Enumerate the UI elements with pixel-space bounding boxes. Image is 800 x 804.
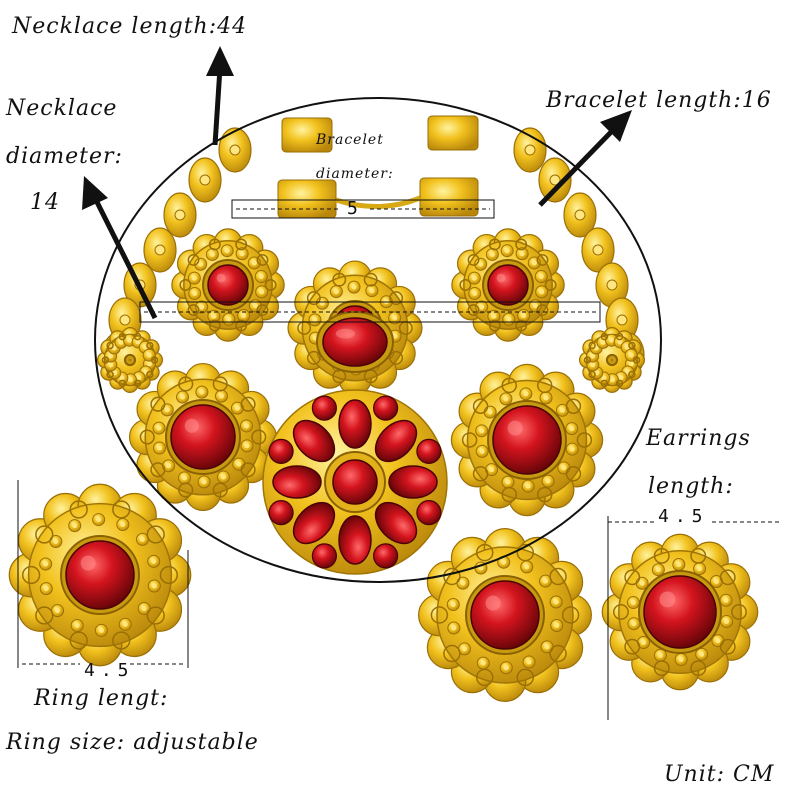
earrings-length-label-line2: length:	[648, 474, 734, 499]
bracelet-center-gem	[317, 312, 393, 372]
bracelet-medallion-left	[172, 229, 284, 341]
bracelet-diameter-value: 5	[347, 198, 359, 219]
necklace-diameter-label-line2: diameter:	[6, 144, 123, 169]
ring-length-label: Ring lengt:	[34, 686, 168, 711]
necklace-pendant	[263, 390, 447, 574]
earrings-length-value: 4.5	[658, 506, 709, 527]
earring-left	[419, 529, 592, 702]
unit-label: Unit: CM	[664, 762, 774, 787]
earrings-length-label-line1: Earrings	[646, 426, 751, 451]
necklace-medallion-left	[130, 364, 277, 511]
bracelet-medallion-right	[452, 229, 564, 341]
earring-right	[602, 534, 758, 690]
bracelet-diameter-label-line1: Bracelet	[316, 132, 384, 148]
bracelet-diameter-label-line2: diameter:	[316, 166, 394, 182]
necklace-medallion-right	[451, 364, 602, 515]
necklace-diameter-value: 14	[30, 190, 60, 215]
bracelet-length-label: Bracelet length:16	[546, 88, 772, 113]
necklace-diameter-label-line1: Necklace	[6, 96, 117, 121]
ring	[9, 484, 190, 665]
ring-length-value: 4.5	[84, 660, 135, 681]
necklace-small-medallion-left	[98, 328, 163, 393]
necklace-length-label: Necklace length:44	[12, 14, 247, 39]
ring-size-label: Ring size: adjustable	[6, 730, 259, 755]
